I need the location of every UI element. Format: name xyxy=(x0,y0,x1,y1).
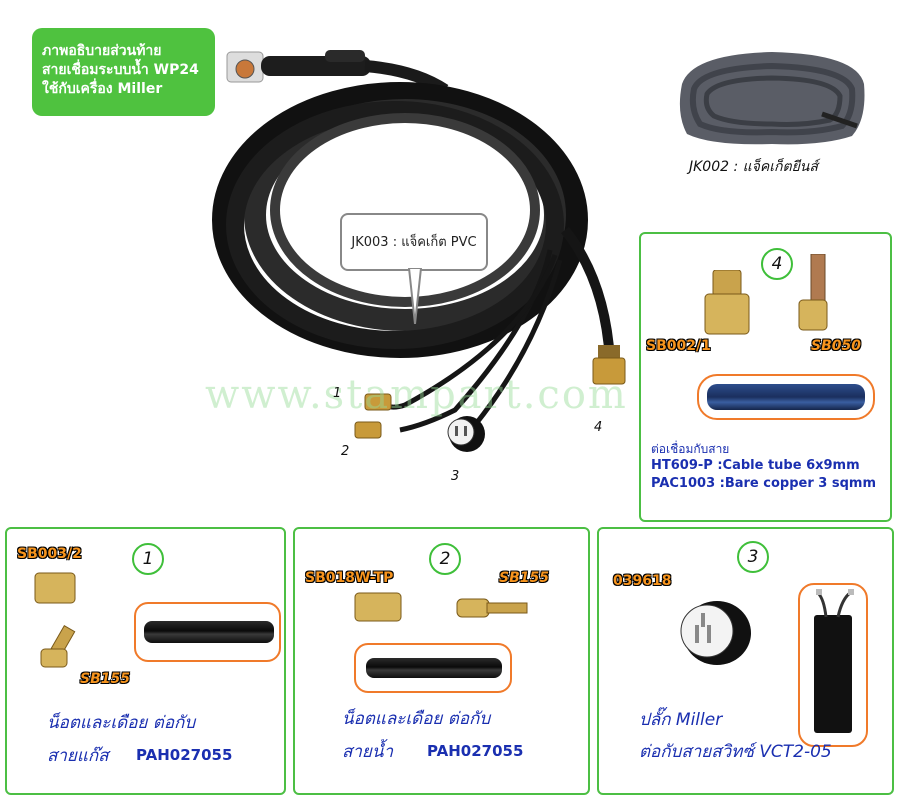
code-sb050: SB050 xyxy=(811,338,861,354)
panel-1-text-1: น็อตและเดือย ต่อกับ xyxy=(47,713,196,733)
brass-nut-icon xyxy=(34,572,76,604)
denim-jacket-image xyxy=(679,52,865,145)
water-hose-image xyxy=(366,658,502,678)
blue-tube-frame xyxy=(697,374,875,420)
connect-label: ต่อเชื่อมกับสาย xyxy=(651,442,730,456)
pvc-jacket-callout: JK003 : แจ็คเก็ต PVC xyxy=(340,213,488,271)
panel-2-part: PAH027055 xyxy=(427,742,524,760)
hose-number-4: 4 xyxy=(594,420,603,435)
hose-frame xyxy=(354,643,512,693)
code-sb003-2: SB003/2 xyxy=(17,546,82,562)
panel-2-text-2: สายน้ำ xyxy=(342,742,394,762)
title-line-3: ใช้กับเครื่อง Miller xyxy=(42,81,163,97)
welding-cable-image xyxy=(212,50,626,452)
hose-number-2: 2 xyxy=(341,444,350,459)
panel-3-text-2: ต่อกับสายสวิทซ์ VCT2-05 xyxy=(639,742,832,762)
title-line-2: สายเชื่อมระบบน้ำ WP24 xyxy=(42,62,199,78)
panel-1: 1 SB003/2 SB155 น็อตและเดือย ต่อกับ สายแ… xyxy=(5,527,286,795)
panel-3-text-1: ปลั๊ก Miller xyxy=(639,710,723,730)
code-sb155: SB155 xyxy=(80,671,130,687)
panel-2-number: 2 xyxy=(429,543,461,575)
panel-4-line-1: HT609-P :Cable tube 6x9mm xyxy=(651,458,860,473)
hose-frame xyxy=(134,602,281,662)
panel-1-part: PAH027055 xyxy=(136,746,233,764)
code-039618: 039618 xyxy=(613,573,672,589)
code-sb018w-tp: SB018W-TP xyxy=(305,570,394,586)
panel-2-text-1: น็อตและเดือย ต่อกับ xyxy=(342,709,491,729)
cable-tube-image xyxy=(707,384,865,410)
code-sb002-1: SB002/1 xyxy=(646,338,711,354)
panel-4-line-2: PAC1003 :Bare copper 3 sqmm xyxy=(651,476,876,491)
panel-3-number: 3 xyxy=(737,541,769,573)
panel-1-text-2: สายแก๊ส xyxy=(47,746,109,766)
brass-nut-icon xyxy=(354,592,402,622)
panel-2: 2 SB018W-TP SB155 น็อตและเดือย ต่อกับ สา… xyxy=(293,527,590,795)
brass-nipple-icon xyxy=(40,625,76,668)
brass-fitting-icon xyxy=(798,254,828,331)
code-sb155: SB155 xyxy=(499,570,549,586)
callout-pointer xyxy=(407,268,423,324)
switch-cable-frame xyxy=(798,583,868,747)
title-box: ภาพอธิบายส่วนท้าย สายเชื่อมระบบน้ำ WP24 … xyxy=(32,28,215,116)
panel-3: 3 039618 ปลั๊ก Miller ต่อกับสายสวิทซ์ VC… xyxy=(597,527,894,795)
miller-plug-icon xyxy=(680,601,751,665)
panel-1-number: 1 xyxy=(132,543,164,575)
hose-number-1: 1 xyxy=(333,386,342,401)
panel-4: 4 SB002/1 SB050 ต่อเชื่อมกับสาย HT609-P … xyxy=(639,232,892,522)
cable-wires-icon xyxy=(816,589,854,618)
panel-4-number: 4 xyxy=(761,248,793,280)
gas-hose-image xyxy=(144,621,274,643)
brass-nut-icon xyxy=(704,270,750,335)
hose-number-3: 3 xyxy=(451,469,460,484)
switch-cable-image xyxy=(814,615,852,733)
title-line-1: ภาพอธิบายส่วนท้าย xyxy=(42,43,162,59)
brass-nipple-icon xyxy=(456,598,528,618)
denim-jacket-caption: JK002 : แจ็คเก็ตยีนส์ xyxy=(689,159,818,175)
watermark: www.stampart.com xyxy=(205,372,628,418)
